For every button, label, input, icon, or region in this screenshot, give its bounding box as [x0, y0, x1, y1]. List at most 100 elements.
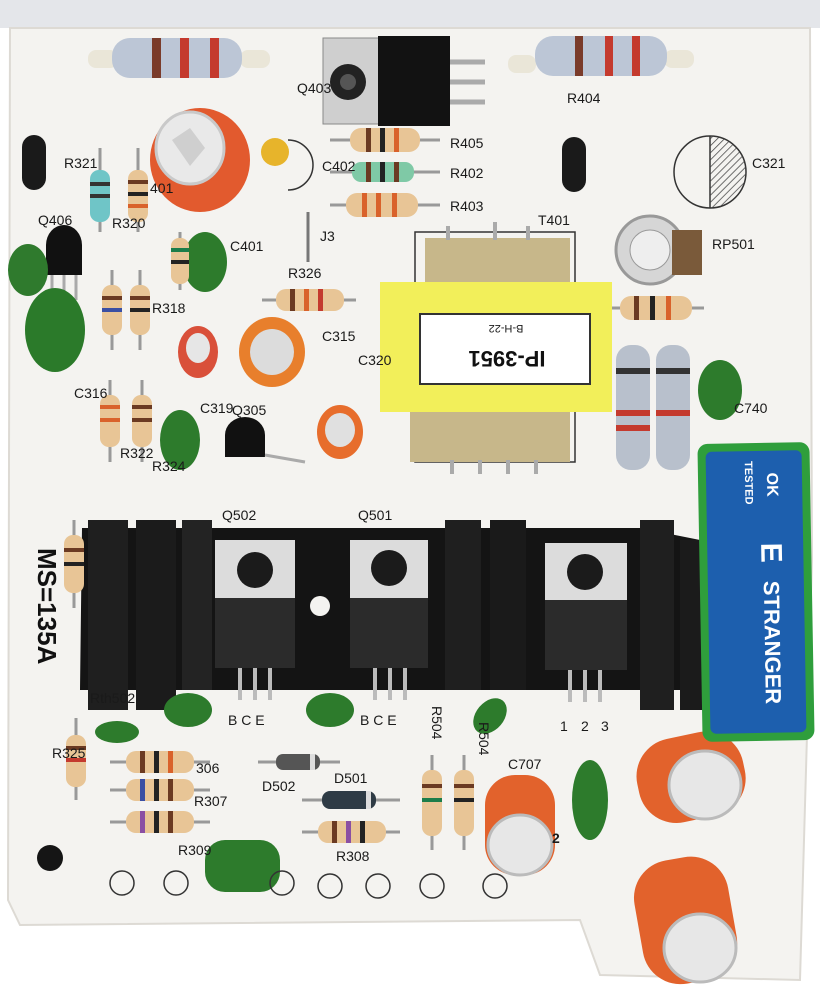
heatsink-hole — [310, 596, 330, 616]
resistor-r502 — [616, 345, 650, 470]
label-r404: R404 — [567, 90, 601, 106]
transformer-sublabel: B-H-22 — [488, 322, 524, 334]
label-r402: R402 — [450, 165, 484, 181]
capacitor-c401 — [183, 232, 227, 292]
label-r309: R309 — [178, 842, 212, 858]
capacitor-small-red — [178, 326, 218, 378]
label-c740: C740 — [734, 400, 768, 416]
label-rth502: Rth502 — [90, 690, 136, 706]
resistor-r326 — [262, 289, 356, 311]
label-bce-q501: B C E — [360, 712, 397, 728]
label-r321: R321 — [64, 155, 98, 171]
label-r504-a: R504 — [429, 706, 445, 740]
resistor-r318 — [130, 270, 150, 350]
resistor-left-edge — [64, 520, 84, 608]
sticker-tested: TESTED — [741, 461, 755, 505]
capacitor-c402 — [261, 138, 289, 166]
resistor-r-top-left — [88, 38, 270, 78]
resistor-r306 — [110, 751, 210, 773]
capacitor-c740 — [698, 360, 742, 420]
label-c319: C319 — [200, 400, 234, 416]
label-r405: R405 — [450, 135, 484, 151]
mount-slot-left — [22, 135, 46, 190]
model-marking: MS=135A — [32, 548, 62, 665]
transformer-label: IP-3951 — [468, 346, 546, 371]
label-r403: R403 — [450, 198, 484, 214]
resistor-small-left — [102, 270, 122, 350]
label-q502: Q502 — [222, 507, 257, 523]
label-polarity-2: 2 — [552, 830, 560, 846]
label-r322: R322 — [120, 445, 154, 461]
label-j3: J3 — [320, 228, 335, 244]
mount-hole — [37, 845, 63, 871]
label-r318: R318 — [152, 300, 186, 316]
capacitor-green-bottom — [205, 840, 280, 892]
resistor-r401-vertical — [171, 232, 189, 290]
rth502 — [95, 721, 139, 743]
silkscreen-c321 — [673, 135, 747, 209]
resistor-r504-vertical-2 — [454, 755, 474, 850]
label-c402: C402 — [322, 158, 356, 174]
diode-d501 — [302, 791, 400, 809]
capacitor-electrolytic-large-top — [150, 108, 250, 212]
capacitor-c707 — [485, 775, 555, 877]
resistor-r320 — [128, 148, 148, 232]
terminal-pins — [109, 870, 508, 899]
label-rp501: RP501 — [712, 236, 755, 252]
transistor-q501 — [350, 540, 428, 700]
capacitor-c706 — [572, 760, 608, 840]
label-c401: C401 — [230, 238, 264, 254]
resistor-r307 — [110, 779, 210, 801]
label-c315: C315 — [322, 328, 356, 344]
capacitor-c319 — [160, 410, 200, 470]
resistor-right-small — [612, 296, 704, 320]
label-c707: C707 — [508, 756, 542, 772]
resistor-r501 — [656, 345, 690, 470]
resistor-r322 — [100, 380, 120, 462]
label-t401: T401 — [538, 212, 570, 228]
capacitor-green-lower-1 — [164, 693, 212, 727]
transformer-t401 — [380, 222, 612, 474]
label-r320: R320 — [112, 215, 146, 231]
transistor-q305 — [225, 417, 306, 464]
resistor-r309 — [110, 811, 210, 833]
tested-sticker: OK TESTED E STRANGER — [697, 442, 815, 742]
label-r326: R326 — [288, 265, 322, 281]
pin-number-1: 1 — [560, 718, 568, 734]
capacitor-c315 — [239, 317, 305, 387]
transistor-q502 — [215, 540, 295, 700]
label-r401: 401 — [150, 180, 174, 196]
pin-number-3: 3 — [601, 718, 609, 734]
label-c316: C316 — [74, 385, 108, 401]
resistor-r405 — [330, 128, 440, 152]
label-r306: 306 — [196, 760, 220, 776]
sticker-brand-initial: E — [754, 542, 788, 564]
label-c320: C320 — [358, 352, 392, 368]
label-r307: R307 — [194, 793, 228, 809]
transistor-q403 — [322, 36, 485, 126]
label-r324: R324 — [152, 458, 186, 474]
capacitor-green-lower-2 — [306, 693, 354, 727]
label-d501: D501 — [334, 770, 368, 786]
capacitor-green-r504 — [473, 698, 507, 734]
label-q305: Q305 — [232, 402, 267, 418]
capacitor-c320 — [317, 405, 363, 459]
capacitor-right-1 — [636, 731, 746, 824]
label-q501: Q501 — [358, 507, 393, 523]
label-r308: R308 — [336, 848, 370, 864]
resistor-r324 — [132, 380, 152, 462]
resistor-r321 — [90, 148, 110, 232]
label-r504-b: R504 — [476, 722, 492, 756]
resistor-r325 — [66, 718, 86, 800]
resistor-r403 — [330, 193, 440, 217]
mount-slot-right — [562, 137, 586, 192]
capacitor-right-2 — [633, 856, 738, 985]
regulator-ic — [545, 543, 627, 702]
diode-d502 — [258, 754, 340, 770]
label-q406: Q406 — [38, 212, 73, 228]
label-q403: Q403 — [297, 80, 332, 96]
label-d502: D502 — [262, 778, 296, 794]
label-bce-q502: B C E — [228, 712, 265, 728]
label-c321: C321 — [752, 155, 786, 171]
